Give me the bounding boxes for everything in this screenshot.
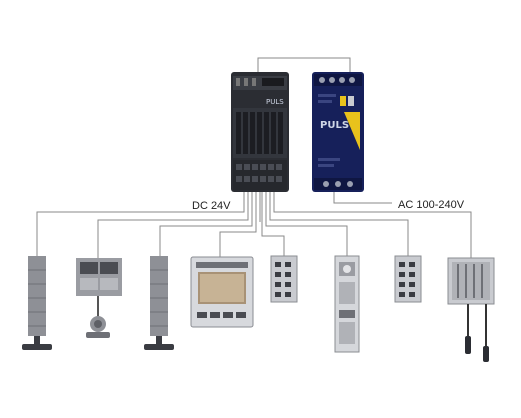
controller-brand-label: PULS [266,98,284,106]
small-io-module-2 [394,255,422,303]
signal-tower-middle [144,256,174,350]
dc-voltage-label: DC 24V [192,200,231,212]
psu-brand-label: PULS [320,120,349,131]
din-rail-module [334,255,360,353]
sensor-junction-box [447,257,495,362]
signal-tower-left [22,256,52,350]
ac-voltage-label: AC 100-240V [398,199,465,211]
alarm-panel-with-beacon [76,258,122,338]
small-io-module-1 [270,255,298,303]
controller-module: PULS [231,72,289,192]
display-monitor [190,256,254,328]
connection-lines [36,57,472,258]
power-supply-unit: PULS [312,72,364,192]
